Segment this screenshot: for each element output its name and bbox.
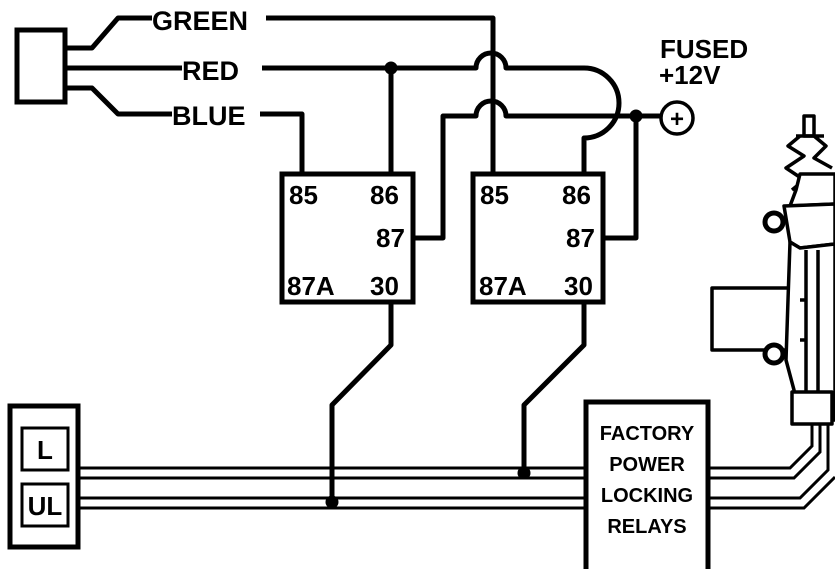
actuator-mount-hole-upper — [762, 210, 786, 234]
relay1-87-feed — [413, 98, 660, 241]
relay2-pin-86: 86 — [562, 180, 591, 210]
relay1-pin-87a: 87A — [287, 271, 335, 301]
blue-wire-label: BLUE — [172, 101, 246, 131]
factory-label-line2: POWER — [609, 454, 685, 476]
factory-label-line3: LOCKING — [601, 485, 693, 507]
power-plus-sign: + — [670, 106, 684, 133]
remote-connector — [14, 27, 68, 105]
red-junction-dot — [384, 61, 398, 75]
relay-1 — [279, 171, 416, 305]
actuator-wire-1-lower — [708, 420, 822, 480]
green-wire — [266, 15, 496, 174]
relay1-pin-30: 30 — [370, 271, 399, 301]
relay-2 — [470, 171, 606, 305]
actuator-rod — [802, 114, 816, 138]
blue-wire — [260, 111, 305, 174]
connector-lead-blue — [65, 85, 172, 117]
relay1-pin-85: 85 — [289, 180, 318, 210]
actuator-wire-2-upper — [708, 420, 830, 500]
power-symbol — [659, 100, 695, 136]
factory-label-line4: RELAYS — [607, 516, 686, 538]
factory-label-line1: FACTORY — [600, 423, 695, 445]
relay2-87-feed — [603, 116, 639, 241]
relay1-pin-86: 86 — [370, 180, 399, 210]
power-junction-dot — [629, 109, 643, 123]
lock-junction-dot — [517, 466, 531, 480]
actuator-mount-hole-lower — [762, 342, 786, 366]
relay1-30-output — [329, 302, 394, 502]
red-wire — [262, 50, 622, 174]
actuator-wire-1-upper — [708, 420, 814, 470]
red-wire-label: RED — [182, 56, 239, 86]
lock-switch-box — [20, 426, 70, 472]
relay2-pin-87a: 87A — [479, 271, 527, 301]
relay2-pin-87: 87 — [566, 223, 595, 253]
actuator-housing-edge — [800, 250, 820, 410]
relay2-30-output — [521, 302, 587, 473]
door-lock-actuator — [710, 114, 835, 426]
connector-lead-green — [65, 15, 152, 51]
relay1-pin-87: 87 — [376, 223, 405, 253]
unlock-junction-dot — [325, 495, 339, 509]
actuator-lower-housing — [790, 390, 834, 426]
actuator-wire-2-lower — [708, 475, 835, 510]
relay2-pin-85: 85 — [480, 180, 509, 210]
actuator-cap — [788, 172, 835, 208]
power-label-line1: FUSED — [660, 34, 748, 64]
factory-relays-box — [583, 399, 711, 569]
lock-switch-label: L — [37, 435, 53, 465]
green-wire-label: GREEN — [152, 6, 248, 36]
relay2-pin-30: 30 — [564, 271, 593, 301]
unlock-switch-box — [20, 482, 70, 528]
power-label-line2: +12V — [659, 60, 721, 90]
unlock-switch-label: UL — [28, 491, 63, 521]
